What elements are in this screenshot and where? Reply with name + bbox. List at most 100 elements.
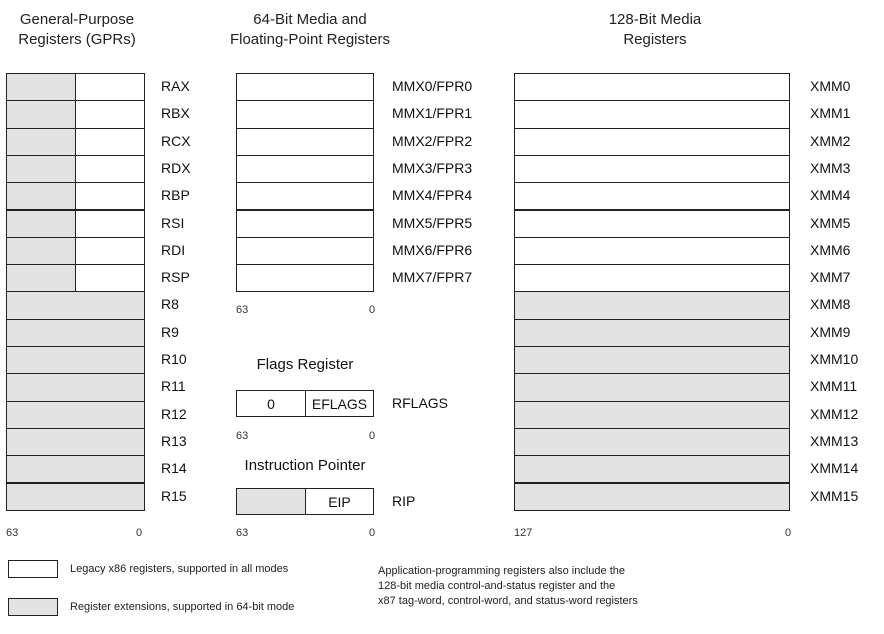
- gpr-name-r8: R8: [161, 296, 179, 313]
- xmm-register-cell: [514, 127, 790, 156]
- gpr-lower-half: [75, 264, 145, 293]
- xmm-register-cell: [514, 73, 790, 102]
- gpr-extended-register: [6, 373, 145, 402]
- xmm-extended-register: [514, 455, 790, 484]
- gpr-name-rsp: RSP: [161, 269, 190, 286]
- flags-zero-value: 0: [267, 396, 275, 412]
- gpr-name-r10: R10: [161, 351, 187, 367]
- rip-bit-high: 63: [236, 527, 249, 539]
- gpr-header-line2: Registers (GPRs): [18, 31, 136, 48]
- xmm-name-xmm15: XMM15: [810, 487, 859, 504]
- gpr-lower-half: [75, 100, 145, 129]
- gpr-name-rbp: RBP: [161, 187, 190, 204]
- mmx-name-7: MMX7/FPR7: [392, 269, 473, 286]
- xmm-name-xmm9: XMM9: [810, 323, 851, 340]
- gpr-extended-register: [6, 482, 145, 511]
- flags-bit-low: 0: [369, 430, 376, 442]
- mmx-register-cell: [236, 182, 374, 211]
- mmx-bit-low: 0: [369, 304, 376, 316]
- gpr-name-r13: R13: [161, 432, 187, 449]
- xmm-extended-register: [514, 346, 790, 375]
- gpr-name-r12: R12: [161, 405, 187, 422]
- gpr-upper-half: [6, 182, 76, 211]
- legend-note-line3: x87 tag-word, control-word, and status-w…: [378, 595, 638, 607]
- media128-header-line2: Registers: [623, 31, 687, 48]
- xmm-name-xmm2: XMM2: [810, 132, 851, 149]
- instruction-pointer-title: Instruction Pointer: [244, 457, 366, 474]
- rip-upper-field: [236, 488, 306, 515]
- legend-legacy-swatch: [8, 560, 58, 578]
- xmm-name-xmm13: XMM13: [810, 432, 859, 449]
- media64-header-line1: 64-Bit Media and: [253, 11, 367, 28]
- xmm-name-xmm14: XMM14: [810, 460, 859, 477]
- gpr-extended-register: [6, 318, 145, 347]
- gpr-name-rcx: RCX: [161, 132, 191, 149]
- xmm-register-cell: [514, 236, 790, 266]
- xmm-name-xmm5: XMM5: [810, 214, 851, 231]
- gpr-extended-register: [6, 400, 145, 429]
- gpr-name-rdx: RDX: [161, 159, 191, 176]
- gpr-upper-half: [6, 127, 76, 156]
- gpr-extended-register: [6, 427, 145, 457]
- mmx-register-cell: [236, 73, 374, 102]
- xmm-name-xmm10: XMM10: [810, 351, 859, 367]
- gpr-lower-half: [75, 209, 145, 238]
- gpr-extended-register: [6, 346, 145, 375]
- gpr-name-r14: R14: [161, 460, 187, 477]
- media128-header-line1: 128-Bit Media: [608, 11, 702, 28]
- mmx-name-4: MMX4/FPR4: [392, 187, 473, 204]
- legend-note-line2: 128-bit media control-and-status registe…: [378, 580, 616, 592]
- gpr-upper-half: [6, 209, 76, 238]
- xmm-extended-register: [514, 427, 790, 457]
- gpr-upper-half: [6, 236, 76, 266]
- mmx-bit-high: 63: [236, 304, 249, 316]
- legend-note-line1: Application-programming registers also i…: [378, 565, 626, 577]
- gpr-name-r11: R11: [161, 378, 186, 395]
- gpr-lower-half: [75, 154, 145, 184]
- gpr-upper-half: [6, 264, 76, 293]
- mmx-register-cell: [236, 236, 374, 266]
- legend-extension-text: Register extensions, supported in 64-bit…: [70, 601, 295, 613]
- mmx-register-cell: [236, 154, 374, 184]
- legend-note: Application-programming registers also i…: [378, 564, 638, 609]
- flags-bit-high: 63: [236, 430, 249, 442]
- mmx-name-0: MMX0/FPR0: [392, 78, 473, 94]
- xmm-name-xmm8: XMM8: [810, 296, 851, 313]
- gpr-lower-half: [75, 127, 145, 156]
- mmx-name-6: MMX6/FPR6: [392, 241, 473, 258]
- gpr-name-rbx: RBX: [161, 105, 190, 122]
- xmm-register-cell: [514, 182, 790, 211]
- media128-header: 128-Bit Media Registers: [575, 10, 735, 50]
- gpr-header: General-Purpose Registers (GPRs): [2, 10, 152, 50]
- xmm-extended-register: [514, 482, 790, 511]
- xmm-extended-register: [514, 400, 790, 429]
- xmm-register-cell: [514, 264, 790, 293]
- mmx-name-1: MMX1/FPR1: [392, 105, 473, 122]
- xmm-register-cell: [514, 100, 790, 129]
- xmm-name-xmm12: XMM12: [810, 405, 859, 422]
- xmm-name-xmm3: XMM3: [810, 159, 851, 176]
- media64-header: 64-Bit Media and Floating-Point Register…: [205, 10, 415, 50]
- rip-label: RIP: [392, 493, 416, 509]
- mmx-name-3: MMX3/FPR3: [392, 159, 473, 176]
- flags-upper-field: 0: [236, 390, 306, 417]
- xmm-bit-high: 127: [514, 527, 533, 539]
- rflags-label: RFLAGS: [392, 395, 449, 411]
- eip-field: EIP: [305, 488, 374, 515]
- legend-extension-swatch: [8, 598, 58, 616]
- gpr-lower-half: [75, 73, 145, 102]
- xmm-name-xmm11: XMM11: [810, 378, 858, 395]
- mmx-name-2: MMX2/FPR2: [392, 132, 473, 149]
- xmm-name-xmm1: XMM1: [810, 105, 851, 122]
- xmm-name-xmm0: XMM0: [810, 78, 851, 94]
- gpr-lower-half: [75, 182, 145, 211]
- gpr-upper-half: [6, 100, 76, 129]
- gpr-name-rdi: RDI: [161, 241, 186, 258]
- xmm-name-xmm7: XMM7: [810, 269, 851, 286]
- xmm-register-cell: [514, 209, 790, 238]
- xmm-name-xmm6: XMM6: [810, 241, 851, 258]
- rip-bit-low: 0: [369, 527, 376, 539]
- xmm-extended-register: [514, 373, 790, 402]
- gpr-header-line1: General-Purpose: [19, 11, 135, 28]
- xmm-register-cell: [514, 154, 790, 184]
